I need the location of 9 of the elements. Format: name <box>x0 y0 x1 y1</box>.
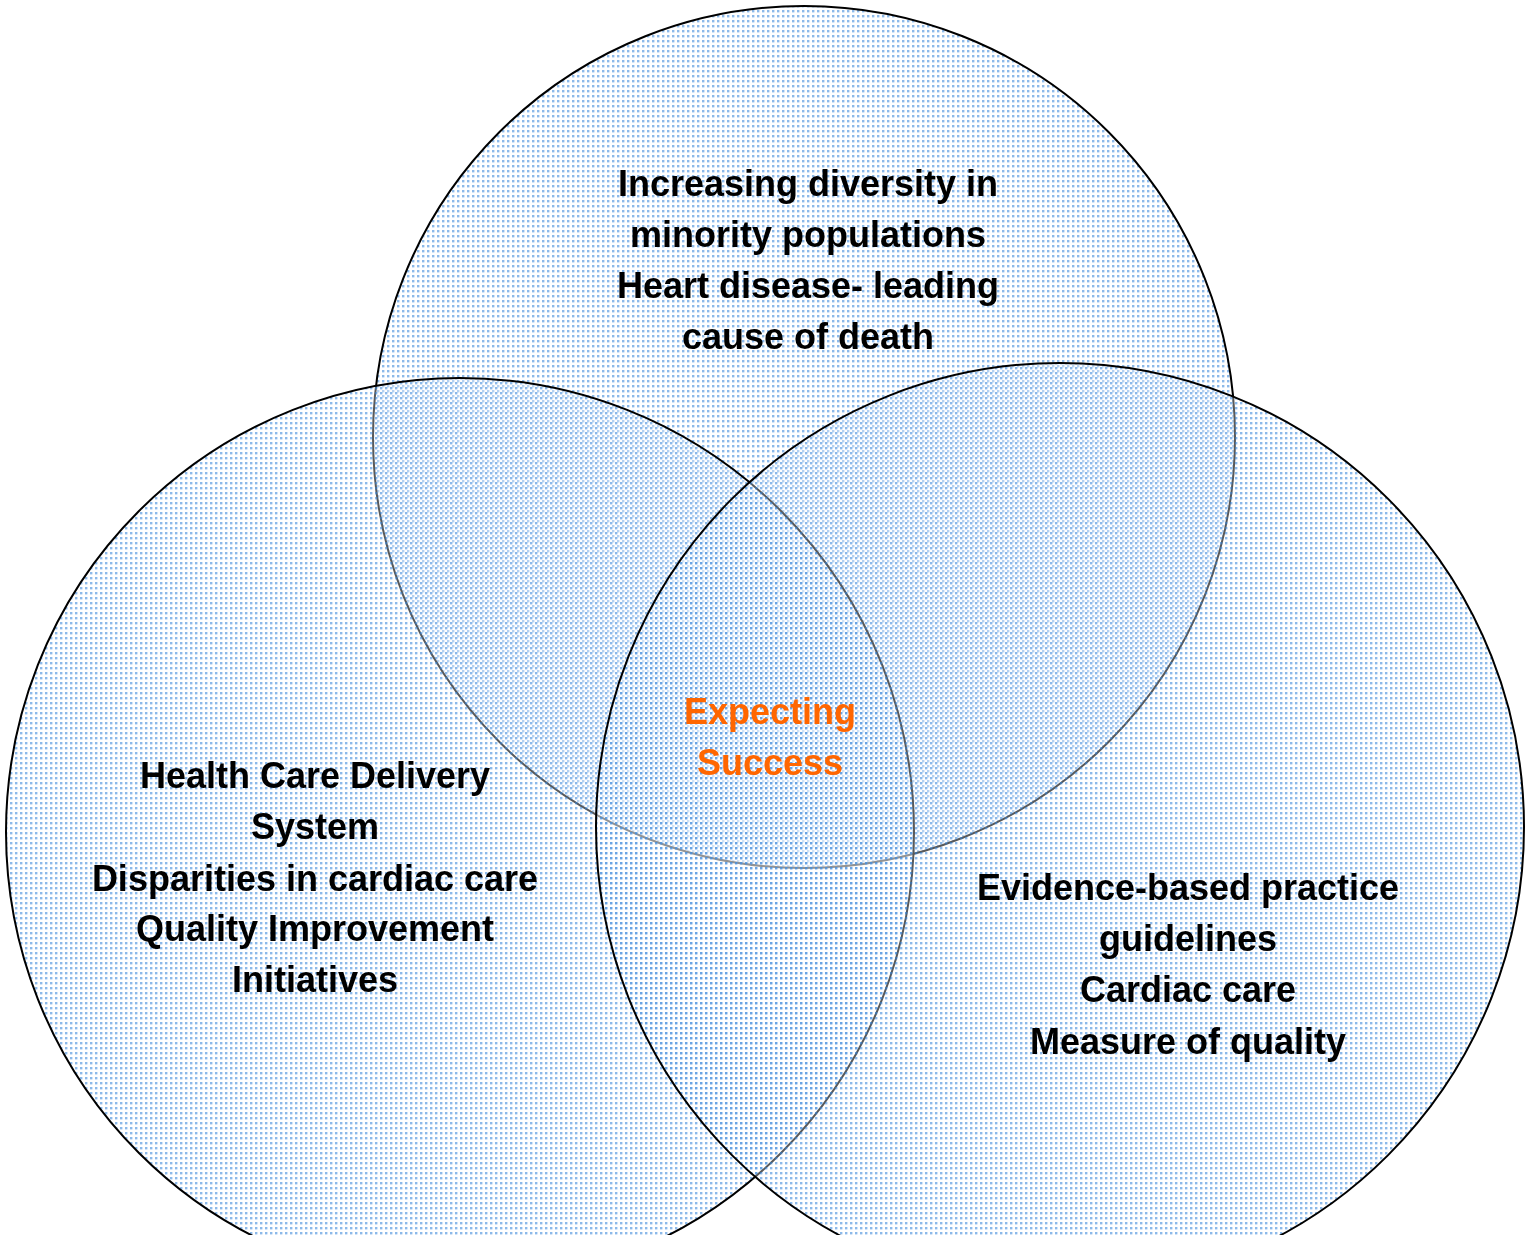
circle-text: Cardiac care <box>1078 968 1298 1012</box>
circle-text: Increasing diversity in minority populations <box>616 162 1000 257</box>
circle-text: Evidence-based practice guidelines <box>975 866 1401 961</box>
circle-text: Heart disease- leading cause of death <box>615 264 1001 359</box>
circle-text: Quality Improvement Initiatives <box>134 907 496 1002</box>
circle-text: Disparities in cardiac care <box>90 857 540 901</box>
circle-text: Measure of quality <box>1028 1020 1348 1064</box>
center-label: Expecting Success <box>682 690 857 785</box>
circle-text: Health Care Delivery System <box>138 754 492 849</box>
